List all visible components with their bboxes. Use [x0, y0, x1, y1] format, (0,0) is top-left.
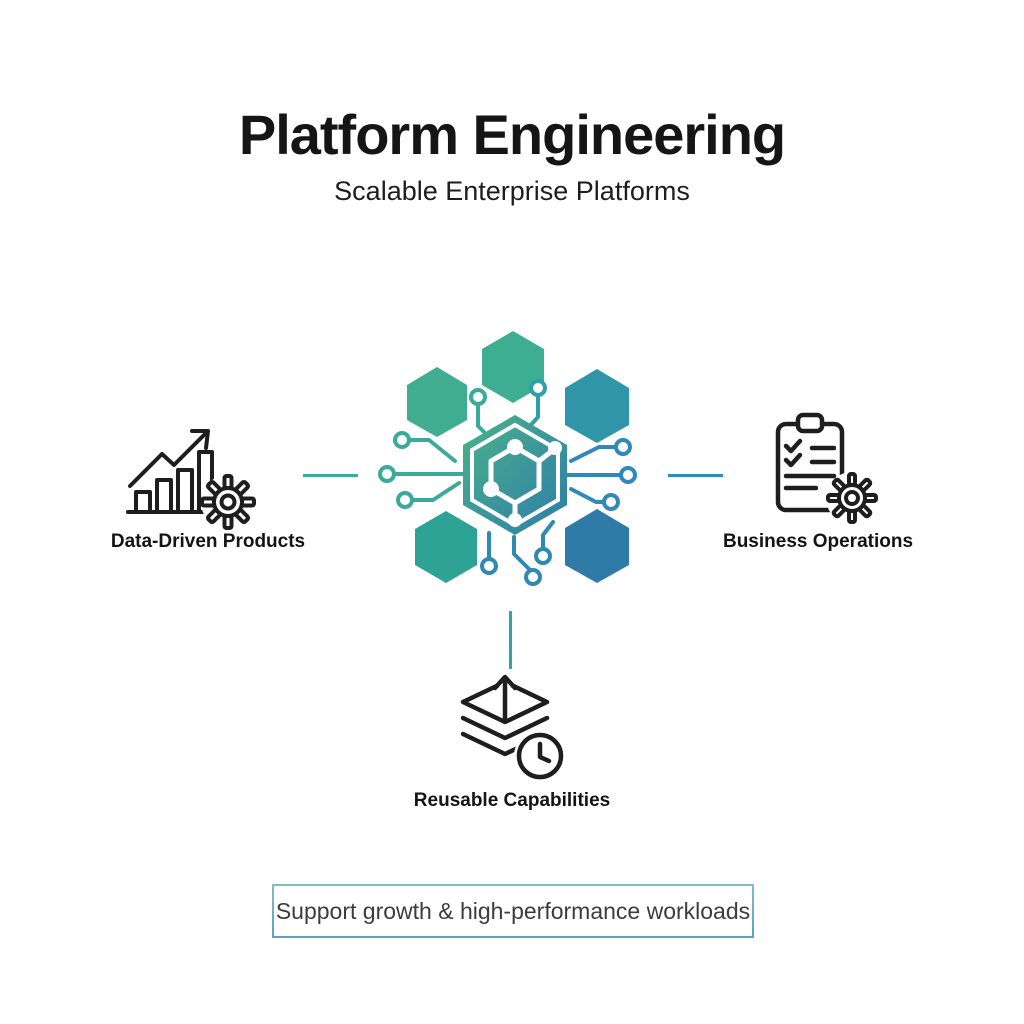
hexagon-satellite-top: [482, 331, 544, 403]
clipboard-checklist-gear-icon: [775, 412, 878, 524]
gear-icon: [200, 474, 256, 530]
connector-left: [303, 474, 358, 477]
hexagon-satellite-bottom-left: [415, 511, 477, 583]
hexagon-satellite-bottom-right: [565, 509, 629, 583]
gear-icon: [826, 472, 878, 524]
node-label-data-driven-products: Data-Driven Products: [110, 531, 306, 552]
layers-clock-icon: [460, 674, 566, 782]
hexagon-satellite-left-top: [407, 367, 467, 437]
connector-down: [509, 611, 512, 669]
hexagon-satellite-right-top: [565, 369, 629, 443]
page-subtitle: Scalable Enterprise Platforms: [334, 176, 690, 206]
clock-icon: [516, 732, 564, 780]
up-arrow-icon: [492, 674, 518, 723]
molecule-icon: [483, 439, 562, 527]
page-title: Platform Engineering: [238, 103, 786, 166]
bar-chart-growth-gear-icon: [126, 429, 256, 530]
banner-text: Support growth & high-performance worklo…: [275, 897, 751, 924]
banner: Support growth & high-performance worklo…: [272, 884, 754, 938]
circuit-traces: [378, 379, 637, 586]
node-label-reusable-capabilities: Reusable Capabilities: [413, 790, 611, 811]
connector-right: [668, 474, 723, 477]
hexagon-core: [463, 415, 567, 535]
node-label-business-operations: Business Operations: [722, 531, 914, 552]
hexagon-circuit-icon: [378, 331, 637, 586]
